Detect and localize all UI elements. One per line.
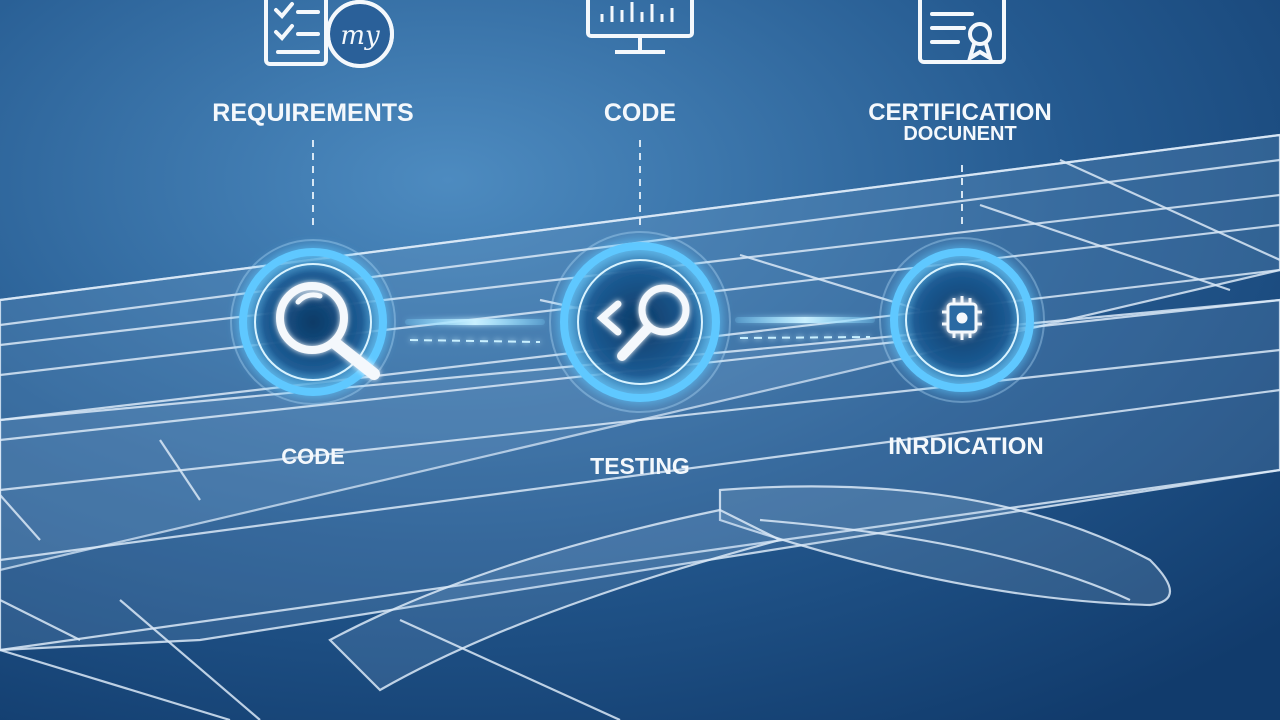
wing-rib-8 (0, 388, 1280, 562)
flap-lower (759, 518, 1131, 601)
node-1[interactable] (230, 239, 396, 405)
checklist-icon: my (264, 0, 394, 68)
code-search-icon (596, 284, 690, 361)
top-step-label-line: CERTIFICATION (868, 99, 1052, 126)
monitor-chart-icon (586, 0, 694, 54)
certificate-icon (918, 0, 1006, 64)
wing-spar-2 (0, 494, 41, 541)
wing-rib-7 (0, 348, 1280, 492)
chip-icon (942, 296, 982, 340)
beam-1-2-dash (409, 339, 541, 343)
beam-2-3-dash (739, 336, 871, 339)
wing-rib-9 (0, 468, 1280, 652)
wing-spar-4 (0, 599, 81, 641)
wing-root-2 (399, 618, 621, 720)
wing-edge-2 (979, 203, 1231, 292)
top-labels: REQUIREMENTS CODE CERTIFICATION DOCUNENT (212, 99, 1051, 145)
beam-2-3 (735, 317, 875, 323)
engine-pylon (328, 508, 784, 692)
top-step-label: CODE (604, 99, 676, 127)
beams (405, 317, 875, 343)
node-2[interactable] (549, 231, 731, 413)
flap (718, 485, 1171, 607)
magnifier-icon (276, 282, 380, 380)
wing-edge-1 (1059, 158, 1280, 262)
node-label: TESTING (590, 453, 690, 479)
node-labels: CODE TESTING INRDICATION (281, 433, 1044, 479)
node-label: CODE (281, 444, 345, 469)
beam-1-2 (405, 319, 545, 325)
connectors (312, 140, 963, 230)
top-step-label: REQUIREMENTS (212, 99, 413, 127)
svg-text:my: my (340, 21, 380, 51)
wing-root (0, 648, 231, 720)
top-steps: my (264, 0, 1006, 68)
node-3[interactable] (879, 237, 1045, 403)
wing-spar-1 (159, 439, 201, 501)
wing-edge-3 (739, 253, 921, 312)
top-step-label-line: DOCUNENT (903, 123, 1016, 145)
node-label: INRDICATION (888, 433, 1044, 460)
wing-spar-3 (119, 599, 261, 720)
